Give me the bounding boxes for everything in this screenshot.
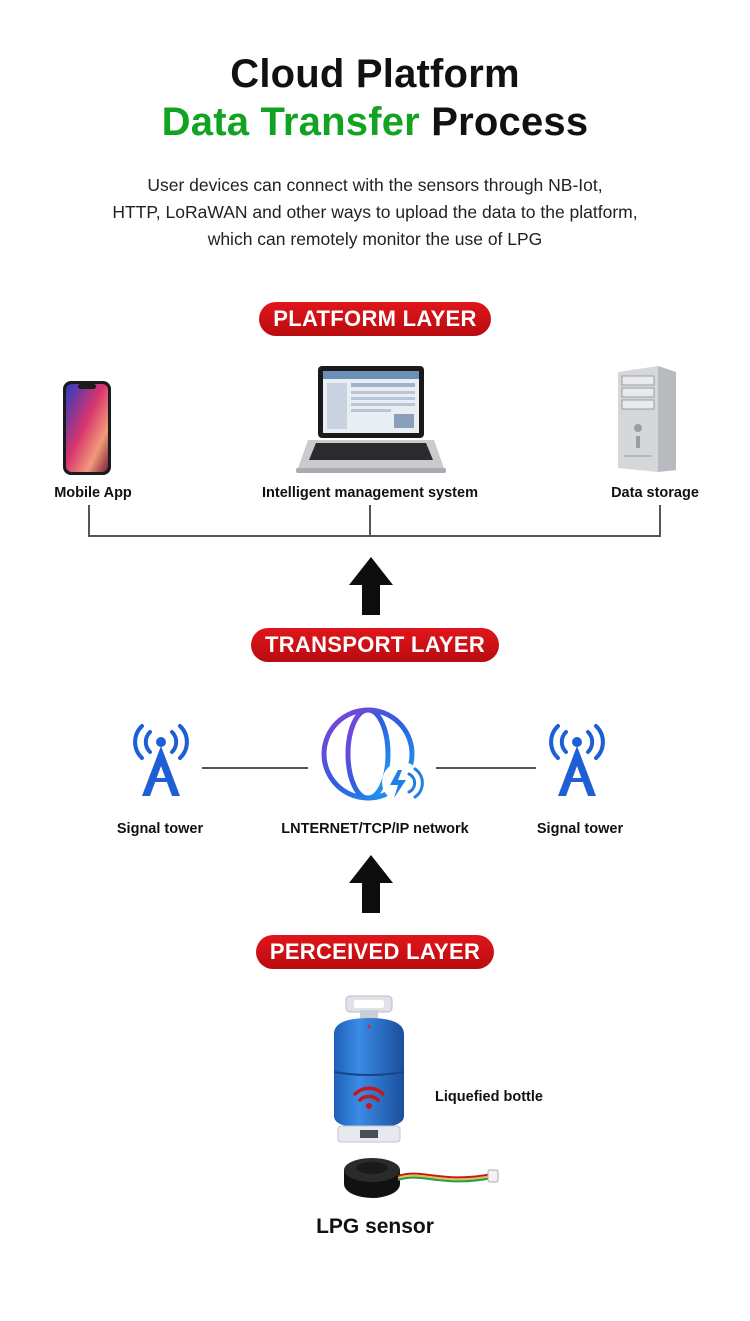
intro-paragraph: User devices can connect with the sensor…: [40, 172, 710, 253]
connector-line: [369, 505, 371, 537]
perceived-layer-label: PERCEIVED LAYER: [255, 935, 495, 969]
data-storage-label: Data storage: [611, 485, 699, 501]
platform-layer-badge: PLATFORM LAYER: [0, 302, 750, 336]
intro-line: which can remotely monitor the use of LP…: [207, 229, 543, 249]
page-title-line2: Data Transfer Process: [0, 100, 750, 144]
network-label: LNTERNET/TCP/IP network: [281, 821, 469, 837]
signal-tower-icon: [126, 722, 196, 798]
smartphone-icon: [62, 380, 112, 476]
connector-line: [88, 505, 90, 537]
sensor-puck-icon: [342, 1154, 502, 1200]
gas-bottle-icon: [328, 994, 410, 1144]
connector-line: [436, 767, 536, 769]
connector-line: [202, 767, 308, 769]
platform-layer-label: PLATFORM LAYER: [259, 302, 491, 336]
intro-line: HTTP, LoRaWAN and other ways to upload t…: [112, 202, 638, 222]
page-title-line1: Cloud Platform: [230, 52, 520, 96]
connector-line: [659, 505, 661, 537]
globe-network-icon: [316, 704, 426, 808]
lpg-sensor-label: LPG sensor: [316, 1215, 434, 1238]
laptop-icon: [296, 364, 446, 474]
signal-tower-icon: [542, 722, 612, 798]
perceived-layer-badge: PERCEIVED LAYER: [0, 935, 750, 969]
liquefied-bottle-label: Liquefied bottle: [435, 1089, 543, 1105]
mobile-app-label: Mobile App: [54, 485, 132, 501]
title-black-text: Process: [419, 100, 589, 144]
intro-line: User devices can connect with the sensor…: [147, 175, 603, 195]
management-system-label: Intelligent management system: [262, 485, 478, 501]
title-green-text: Data Transfer: [161, 100, 420, 144]
arrow-up-icon: [349, 557, 393, 615]
server-tower-icon: [614, 362, 680, 474]
transport-layer-label: TRANSPORT LAYER: [250, 628, 500, 662]
transport-layer-badge: TRANSPORT LAYER: [0, 628, 750, 662]
signal-tower-left-label: Signal tower: [116, 821, 204, 837]
signal-tower-right-label: Signal tower: [536, 821, 624, 837]
connector-line: [88, 535, 661, 537]
arrow-up-icon: [349, 855, 393, 913]
